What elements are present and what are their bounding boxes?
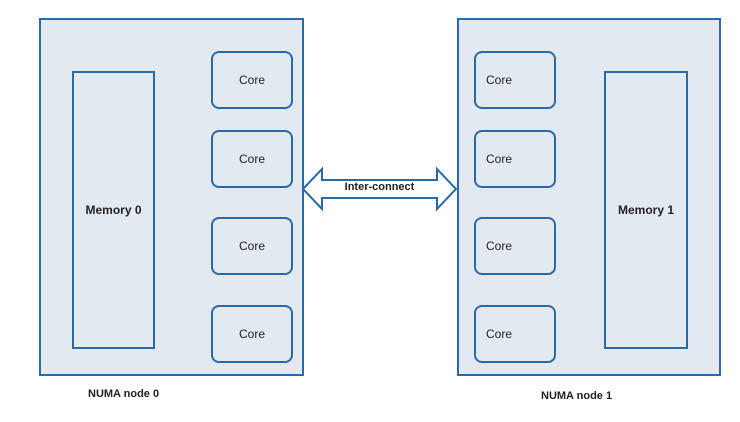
node-1-core-3: Core: [474, 217, 556, 275]
node-0-core-1: Core: [211, 51, 293, 109]
node-1-core-1: Core: [474, 51, 556, 109]
node-0-core-4: Core: [211, 305, 293, 363]
numa-node-0-label: NUMA node 0: [88, 388, 160, 400]
interconnect-arrow-shape: [301, 166, 458, 212]
memory-1: Memory 1: [604, 71, 688, 349]
memory-0: Memory 0: [72, 71, 155, 349]
numa-node-1-label: NUMA node 1: [541, 390, 613, 402]
interconnect-label: Inter-connect: [344, 181, 415, 193]
node-1-core-4: Core: [474, 305, 556, 363]
node-0-core-3: Core: [211, 217, 293, 275]
node-1-core-2: Core: [474, 130, 556, 188]
node-0-core-2: Core: [211, 130, 293, 188]
